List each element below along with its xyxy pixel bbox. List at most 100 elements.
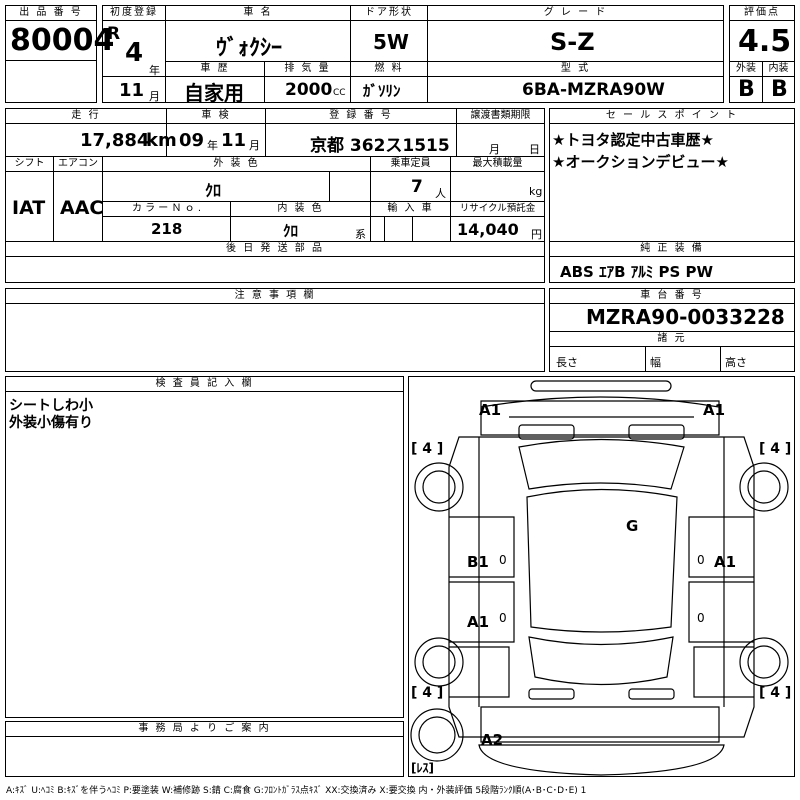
equipment-cell: 純 正 装 備 ABS ｴｱB ｱﾙﾐ PS PW — [549, 241, 795, 283]
transfer-day-unit: 日 — [529, 143, 540, 156]
cc-unit: CC — [333, 88, 346, 98]
plate-label: 登 録 番 号 — [266, 109, 456, 124]
recycle-label: リサイクル預託金 — [451, 202, 544, 217]
damage-legend: A:ｷｽﾞ U:ﾍｺﾐ B:ｷｽﾞを伴うﾍｺﾐ P:要塗装 W:補修跡 S:錆 … — [6, 786, 587, 796]
inspection-month-unit: 月 — [249, 139, 260, 152]
dims-label: 諸 元 — [550, 332, 794, 347]
length-label: 長さ — [556, 356, 578, 369]
shift-label: シフト — [6, 157, 53, 172]
car-diagram — [410, 380, 789, 776]
month-unit: 月 — [149, 90, 160, 103]
load-unit: kg — [529, 185, 543, 198]
ac-label: エアコン — [54, 157, 102, 172]
color-no-label: カ ラ ー Ｎ ｏ . — [103, 202, 230, 217]
plate-cell: 登 録 番 号 京都 362ス1515 — [265, 108, 457, 157]
interior-color-cell: 内 装 色 ｸﾛ 系 — [230, 201, 371, 242]
history-label: 車 歴 — [166, 62, 264, 77]
car-diagram-panel: A1 A1 [ 4 ] [ 4 ] G B1 0 0 A1 A1 0 0 [ 4… — [408, 376, 795, 777]
ac-cell: エアコン AAC — [53, 156, 103, 242]
displacement-cell: 排 気 量 2000 CC — [264, 61, 351, 103]
office-label: 事 務 局 よ り ご 案 内 — [6, 722, 403, 737]
later-parts-cell: 後 日 発 送 部 品 — [5, 241, 545, 283]
score-cell: 評価点 4.5 — [729, 5, 795, 62]
history-cell: 車 歴 自家用 — [165, 61, 265, 105]
color-no: 218 — [151, 220, 183, 238]
seats: 7 — [411, 177, 423, 197]
car-name-label: 車 名 — [166, 6, 350, 21]
tire-front-left: [ 4 ] — [411, 441, 444, 457]
seats-unit: 人 — [435, 187, 446, 200]
inspection-cell: 車 検 09 年 11 月 — [166, 108, 266, 157]
later-parts-label: 後 日 発 送 部 品 — [6, 242, 544, 257]
first-registration-cell: 初度登録 R 4 年 11 月 — [102, 5, 166, 103]
shift: IAT — [12, 197, 46, 219]
inspector-label: 検 査 員 記 入 欄 — [6, 377, 403, 392]
exterior-label: 外装 — [730, 62, 762, 77]
recycle-deposit: 14,040 — [457, 220, 519, 239]
inspection-label: 車 検 — [167, 109, 265, 124]
tire-rear-right: [ 4 ] — [759, 685, 792, 701]
interior-color-label: 内 装 色 — [231, 202, 370, 217]
zero-right-1: 0 — [697, 553, 705, 567]
door-label: ドア形状 — [351, 6, 427, 21]
inspector-note-1: シートしわ小 — [9, 398, 93, 414]
width-label: 幅 — [650, 356, 661, 369]
sales-point-2: ★オークションデビュー★ — [552, 153, 729, 171]
lot-number-label: 出 品 番 号 — [6, 6, 96, 21]
grade-label: グ レ ー ド — [428, 6, 723, 21]
spare-tire-status: [ﾚｽ] — [411, 761, 434, 775]
door-cell: ドア形状 5W — [350, 5, 428, 62]
lot-blank-cell — [5, 60, 97, 103]
first-reg-year: 4 — [125, 38, 144, 68]
damage-g-windshield: G — [626, 517, 639, 535]
inspection-year: 09 — [179, 130, 205, 151]
door-type: 5W — [373, 30, 409, 54]
zero-right-2: 0 — [697, 611, 705, 625]
sales-point-1: ★トヨタ認定中古車歴★ — [552, 131, 714, 149]
exterior-color: ｸﾛ — [205, 181, 222, 200]
damage-b1-left: B1 — [467, 553, 489, 571]
inspection-month: 11 — [221, 130, 247, 151]
mileage-unit: km — [146, 130, 177, 151]
history: 自家用 — [184, 81, 244, 105]
fuel-cell: 燃 料 ｶﾞｿﾘﾝ — [350, 61, 428, 103]
transfer-month-unit: 月 — [489, 143, 500, 156]
interior-grade: B — [771, 77, 788, 102]
recycle-cell: リサイクル預託金 14,040 円 — [450, 201, 545, 242]
dims-cell: 諸 元 長さ 幅 高さ — [549, 331, 795, 372]
mileage-cell: 走 行 17,884 km — [5, 108, 177, 157]
ac: AAC — [60, 197, 104, 219]
seats-label: 乗車定員 — [371, 157, 450, 172]
sales-points-label: セ ー ル ス ポ イ ン ト — [550, 109, 794, 124]
zero-left-1: 0 — [499, 553, 507, 567]
first-reg-month: 11 — [119, 80, 145, 101]
lot-number: 80004 — [10, 23, 115, 58]
damage-a2-rear: A2 — [481, 731, 504, 749]
first-registration-label: 初度登録 — [103, 6, 165, 21]
chassis-cell: 車 台 番 号 MZRA90-0033228 — [549, 288, 795, 332]
seats-cell: 乗車定員 7 人 — [370, 156, 451, 202]
model-cell: 型 式 6BA-MZRA90W — [427, 61, 724, 103]
grade-cell: グ レ ー ド S-Z — [427, 5, 724, 62]
exterior-color-label: 外 装 色 — [103, 157, 370, 172]
chassis-label: 車 台 番 号 — [550, 289, 794, 304]
model-label: 型 式 — [428, 62, 723, 77]
interior-color-unit: 系 — [355, 228, 366, 241]
car-name: ｳﾞｫｸｼｰ — [216, 36, 283, 61]
year-unit: 年 — [149, 64, 160, 77]
transfer-cell: 譲渡書類期限 月 日 — [456, 108, 545, 157]
damage-a1-front-left: A1 — [479, 401, 502, 419]
notes-label: 注 意 事 項 欄 — [6, 289, 544, 304]
score-label: 評価点 — [730, 6, 794, 21]
tire-rear-left: [ 4 ] — [411, 685, 444, 701]
import-label: 輸 入 車 — [371, 202, 450, 217]
mileage-label: 走 行 — [6, 109, 166, 124]
height-label: 高さ — [725, 356, 747, 369]
interior-grade-cell: 内装 B — [762, 61, 795, 103]
mileage: 17,884 — [80, 130, 150, 151]
grade: S-Z — [550, 28, 595, 56]
office-cell: 事 務 局 よ り ご 案 内 — [5, 721, 404, 777]
score: 4.5 — [738, 24, 792, 59]
era: R — [107, 24, 121, 44]
interior-color: ｸﾛ — [283, 222, 299, 240]
